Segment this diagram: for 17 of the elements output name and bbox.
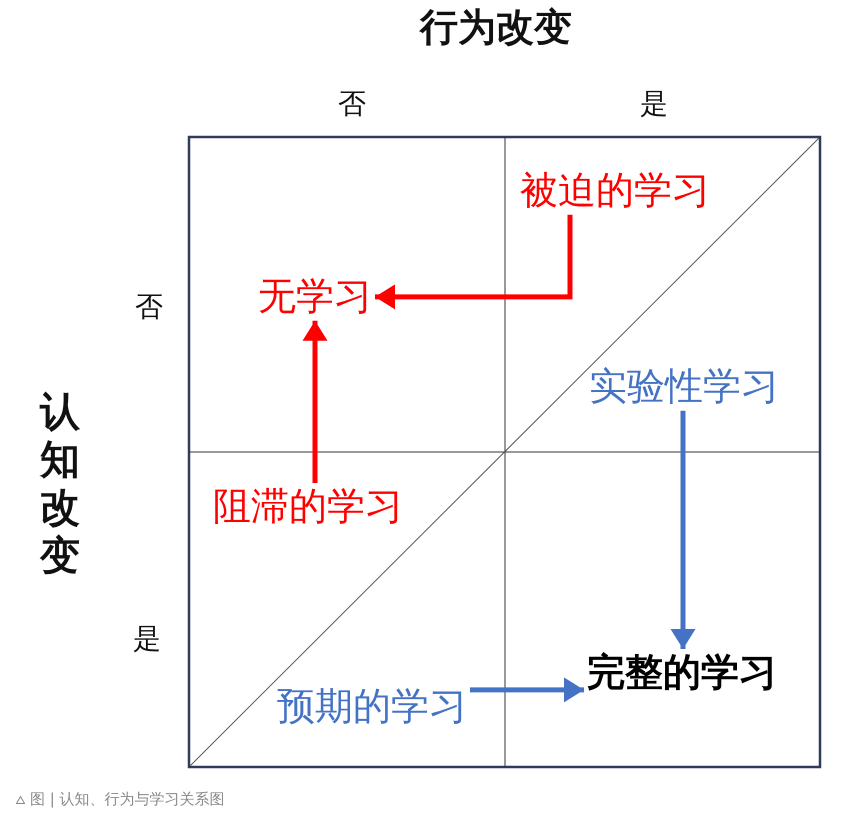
quadrant-label: 被迫的学习 — [520, 170, 710, 212]
axis-title: 认知改变 — [40, 388, 81, 580]
quadrant-label: 完整的学习 — [587, 652, 777, 694]
quadrant-label: 实验性学习 — [589, 366, 779, 408]
axis-tick-label: 是 — [133, 625, 161, 653]
quadrant-label: 阻滞的学习 — [213, 486, 403, 528]
axis-tick-label: 否 — [338, 90, 366, 118]
arrow — [302, 320, 328, 483]
caption: 图 | 认知、行为与学习关系图 — [30, 792, 225, 807]
arrow — [670, 410, 696, 649]
axis-tick-label: 是 — [640, 90, 668, 118]
quadrant-label: 无学习 — [258, 276, 372, 318]
quadrant-label: 预期的学习 — [277, 686, 467, 728]
axis-title: 行为改变 — [420, 8, 572, 46]
arrow — [375, 214, 572, 310]
axis-tick-label: 否 — [135, 293, 163, 321]
arrow — [470, 677, 584, 702]
